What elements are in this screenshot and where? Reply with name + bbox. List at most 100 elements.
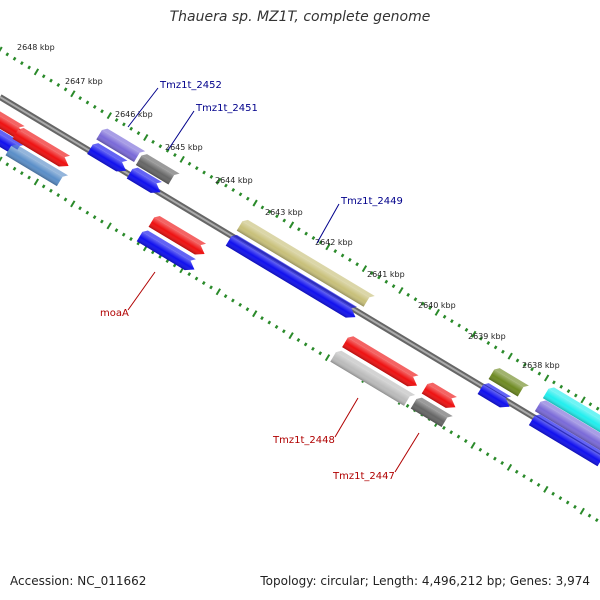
minor-tick xyxy=(442,425,446,430)
gene-feature[interactable] xyxy=(0,108,28,141)
major-tick xyxy=(580,396,586,404)
gene-feature[interactable] xyxy=(12,126,74,171)
gene-feature[interactable] xyxy=(136,228,200,274)
gene-shading xyxy=(542,388,600,440)
minor-tick xyxy=(355,262,359,267)
gene-feature[interactable] xyxy=(542,385,600,441)
gene-top-face xyxy=(242,219,375,298)
gene-top-face xyxy=(142,230,196,261)
upper-tick-track xyxy=(0,46,600,411)
minor-tick xyxy=(41,184,46,189)
gene-label[interactable]: Tmz1t_2447 xyxy=(332,471,395,482)
minor-tick xyxy=(588,402,593,407)
minor-tick xyxy=(172,263,177,268)
minor-tick xyxy=(201,280,206,285)
minor-tick xyxy=(49,188,53,193)
gene-top-face xyxy=(427,382,457,399)
minor-tick xyxy=(56,82,61,87)
gene-feature[interactable] xyxy=(87,141,131,175)
gene-feature[interactable] xyxy=(236,218,375,309)
minor-tick xyxy=(194,166,199,171)
minor-tick xyxy=(457,323,462,328)
minor-tick xyxy=(92,215,97,220)
gene-feature[interactable] xyxy=(5,142,69,188)
minor-tick xyxy=(413,297,418,302)
gene-label[interactable]: moaA xyxy=(100,308,129,319)
minor-tick xyxy=(267,209,272,214)
minor-tick xyxy=(78,96,83,101)
minor-tick xyxy=(275,214,279,219)
minor-tick xyxy=(122,122,126,127)
minor-tick xyxy=(158,254,162,259)
gene-label[interactable]: Tmz1t_2448 xyxy=(272,435,335,446)
kbp-label: 2645 kbp xyxy=(165,143,203,152)
minor-tick xyxy=(129,237,133,242)
gene-feature[interactable] xyxy=(225,233,361,322)
gene-shading xyxy=(96,129,140,163)
lower-tick-track xyxy=(0,156,599,523)
major-tick xyxy=(0,156,3,162)
minor-tick xyxy=(522,474,526,479)
label-leader-line xyxy=(127,87,159,128)
minor-tick xyxy=(158,144,163,149)
major-tick xyxy=(470,441,476,449)
gene-feature[interactable] xyxy=(477,381,515,411)
gene-shading xyxy=(488,369,524,397)
gene-feature[interactable] xyxy=(135,152,180,186)
minor-tick xyxy=(100,219,104,224)
gene-feature[interactable] xyxy=(534,398,600,454)
major-tick xyxy=(434,308,440,316)
minor-tick xyxy=(114,117,119,122)
major-tick xyxy=(361,265,368,273)
minor-tick xyxy=(209,174,214,179)
gene-feature[interactable] xyxy=(488,366,529,398)
minor-tick xyxy=(348,257,352,262)
minor-tick xyxy=(296,338,301,343)
minor-tick xyxy=(450,319,454,324)
gene-feature[interactable] xyxy=(148,214,210,259)
minor-tick xyxy=(224,183,228,188)
gene-feature[interactable] xyxy=(528,412,600,468)
minor-tick xyxy=(493,345,498,350)
minor-tick xyxy=(442,314,447,319)
gene-feature[interactable] xyxy=(96,127,146,165)
gene-shading xyxy=(12,129,69,167)
minor-tick xyxy=(56,193,61,198)
minor-tick xyxy=(27,175,31,180)
minor-tick xyxy=(5,52,10,57)
minor-tick xyxy=(318,240,323,245)
gene-feature[interactable] xyxy=(342,334,422,390)
minor-tick xyxy=(260,205,265,210)
minor-tick xyxy=(537,371,542,376)
gene-top-face xyxy=(416,397,453,418)
gene-label[interactable]: Tmz1t_2452 xyxy=(159,80,222,91)
minor-tick xyxy=(369,271,374,276)
gene-feature[interactable] xyxy=(126,166,166,197)
gene-feature[interactable] xyxy=(421,381,461,412)
label-leader-line xyxy=(334,397,359,438)
minor-tick xyxy=(311,346,315,351)
minor-tick xyxy=(121,232,126,237)
kbp-label: 2648 kbp xyxy=(17,43,55,52)
major-tick xyxy=(106,222,112,230)
gene-label[interactable]: Tmz1t_2449 xyxy=(340,196,403,207)
minor-tick xyxy=(49,78,53,83)
gene-shading xyxy=(0,110,24,137)
kbp-label: 2638 kbp xyxy=(522,361,560,370)
minor-tick xyxy=(340,253,345,258)
minor-tick xyxy=(260,316,264,321)
gene-shading xyxy=(342,337,418,387)
major-tick xyxy=(471,330,477,338)
major-tick xyxy=(324,354,331,362)
kbp-label: 2647 kbp xyxy=(65,77,103,86)
minor-tick xyxy=(274,324,279,329)
minor-tick xyxy=(12,166,17,171)
minor-tick xyxy=(501,349,505,354)
gene-feature[interactable] xyxy=(330,349,416,408)
major-tick xyxy=(506,463,513,471)
gene-label[interactable]: Tmz1t_2451 xyxy=(195,103,258,114)
gene-top-face xyxy=(494,368,529,388)
gene-features xyxy=(0,108,600,468)
gene-top-face xyxy=(18,127,71,158)
gene-feature[interactable] xyxy=(410,396,453,429)
